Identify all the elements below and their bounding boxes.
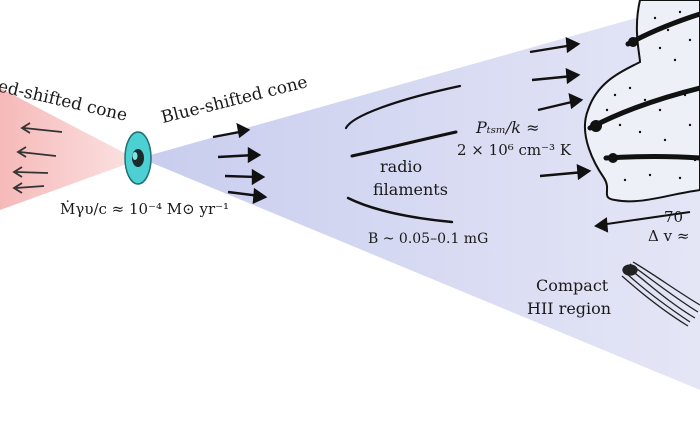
- red-arrows: [12, 122, 63, 194]
- filaments-label-line1: radio: [380, 157, 423, 176]
- filaments-label-line2: filaments: [373, 180, 448, 199]
- pressure-arrow: [593, 211, 691, 233]
- radio-filaments: [344, 84, 462, 224]
- hii-region-sketch: [621, 261, 700, 327]
- partial-dv-label: Δ v ≈: [648, 227, 690, 245]
- pressure-label-line2: 2 × 10⁶ cm⁻³ K: [457, 141, 572, 159]
- blue-arrows-near: [212, 122, 268, 204]
- pressure-label-line1: Pₜₛₘ/k ≈: [476, 118, 540, 137]
- red-shifted-cone: [0, 88, 138, 210]
- bfield-label: B ~ 0.05–0.1 mG: [368, 231, 489, 247]
- central-source: [124, 131, 152, 185]
- mass-rate-label: Ṁγυ/c ≈ 10⁻⁴ M⊙ yr⁻¹: [60, 200, 230, 218]
- hii-label-line2: HII region: [527, 299, 612, 318]
- hii-label-line1: Compact: [536, 276, 609, 295]
- blue-arrows-far: [529, 37, 592, 181]
- molecular-cloud: [583, 0, 700, 203]
- blue-shifted-cone: [140, 0, 700, 390]
- partial-70-label: 70: [664, 208, 684, 226]
